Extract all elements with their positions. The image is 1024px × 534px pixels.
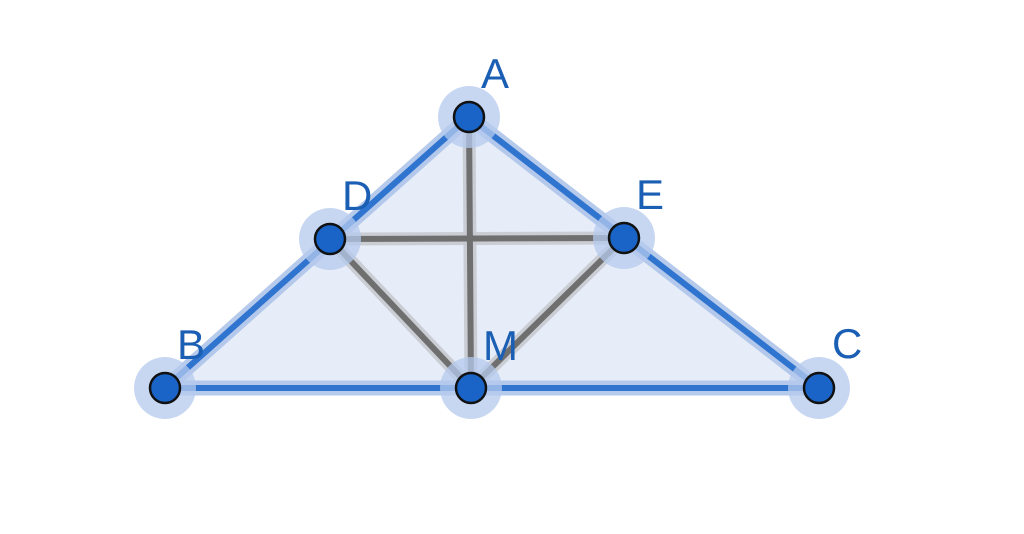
point-b-label: B xyxy=(177,321,205,368)
segment-am[interactable] xyxy=(466,114,474,391)
triangle-abc-fill xyxy=(165,117,819,388)
segment-em[interactable] xyxy=(468,235,627,391)
point-m-label: M xyxy=(483,322,518,369)
point-d[interactable] xyxy=(299,208,361,270)
point-a-label: A xyxy=(481,50,509,97)
triangle-fill-layer xyxy=(165,117,819,388)
point-e-dot[interactable] xyxy=(607,221,641,255)
point-d-dot[interactable] xyxy=(313,222,347,256)
point-e-label: E xyxy=(636,171,664,218)
point-m[interactable] xyxy=(440,357,502,419)
point-c-dot[interactable] xyxy=(802,371,836,405)
point-b-dot[interactable] xyxy=(148,371,182,405)
point-c[interactable] xyxy=(788,357,850,419)
segments-layer xyxy=(323,110,631,395)
point-e[interactable] xyxy=(593,207,655,269)
point-m-dot[interactable] xyxy=(454,371,488,405)
point-a[interactable] xyxy=(438,86,500,148)
point-a-dot[interactable] xyxy=(452,100,486,134)
labels-layer: A B C D E M xyxy=(177,50,862,369)
points-layer xyxy=(134,86,850,419)
segment-de[interactable] xyxy=(327,235,627,242)
point-d-label: D xyxy=(342,172,372,219)
point-b[interactable] xyxy=(134,357,196,419)
point-c-label: C xyxy=(832,320,862,367)
segment-dm[interactable] xyxy=(327,236,474,391)
